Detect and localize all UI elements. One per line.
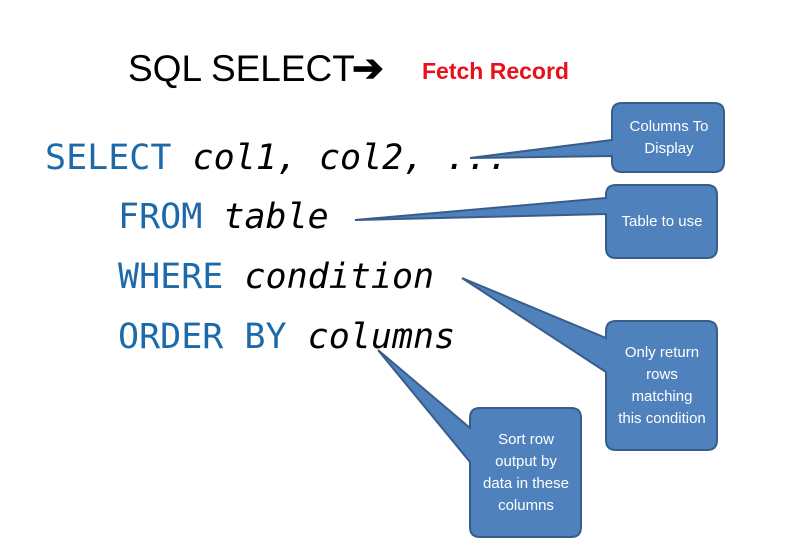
callout-table-shape bbox=[354, 184, 718, 259]
callout-order-text: Sort row output by data in these columns bbox=[483, 431, 569, 514]
order-args: columns bbox=[307, 317, 456, 357]
callout-columns-text: Columns To Display bbox=[629, 118, 709, 157]
callout-where-shape bbox=[461, 277, 718, 451]
from-keyword: FROM bbox=[118, 197, 203, 237]
select-args: col1, col2, ... bbox=[192, 138, 509, 178]
where-args: condition bbox=[244, 257, 435, 297]
callout-order-shape bbox=[377, 349, 582, 538]
right-arrow-icon: ➔ bbox=[352, 48, 384, 90]
from-args: table bbox=[223, 197, 329, 237]
order-keyword: ORDER BY bbox=[118, 317, 287, 357]
sql-order-line: ORDER BY columns bbox=[118, 317, 455, 357]
sql-from-line: FROM table bbox=[118, 197, 329, 237]
diagram-title: SQL SELECT bbox=[128, 48, 355, 89]
callout-table-text: Table to use bbox=[621, 213, 703, 230]
callout-where-text: Only return rows matching this condition bbox=[618, 344, 706, 427]
sql-where-line: WHERE condition bbox=[118, 257, 434, 297]
where-keyword: WHERE bbox=[118, 257, 224, 297]
sql-select-line: SELECT col1, col2, ... bbox=[45, 138, 509, 178]
callout-columns-shape bbox=[469, 102, 725, 173]
select-keyword: SELECT bbox=[45, 138, 172, 178]
diagram-subtitle: Fetch Record bbox=[422, 58, 569, 84]
